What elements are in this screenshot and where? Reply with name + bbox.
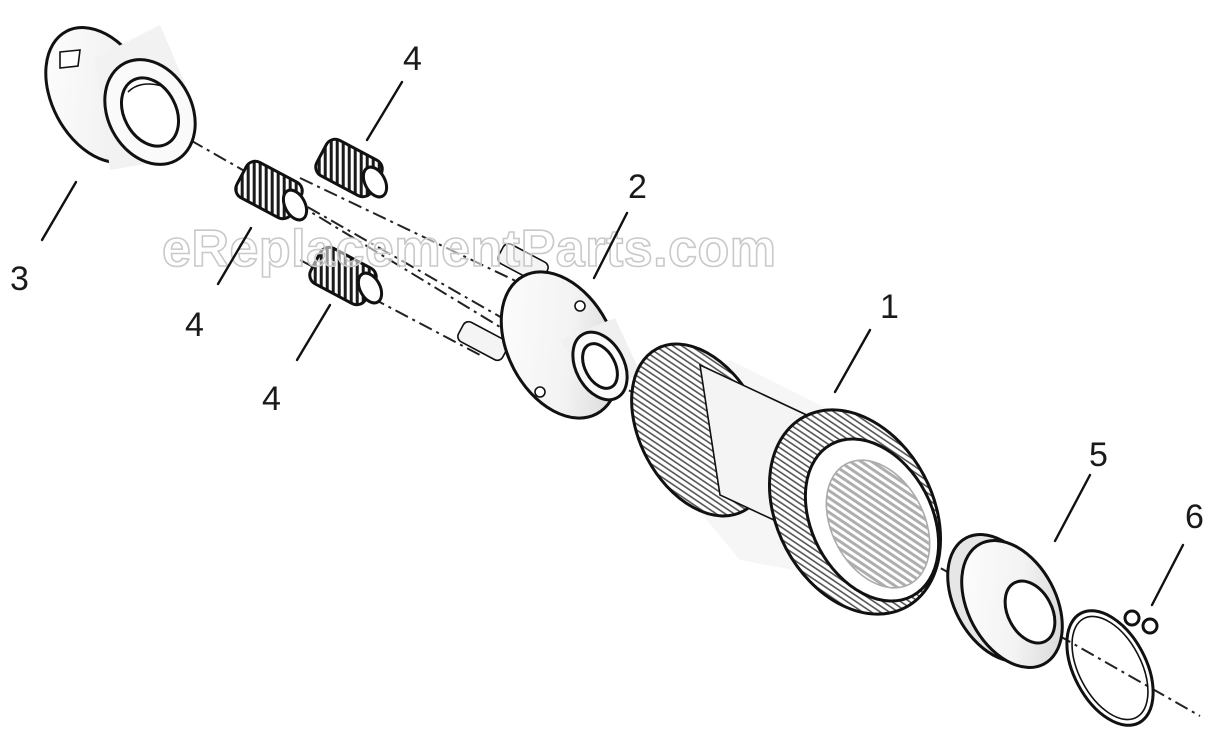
part-4-gear-bottom (308, 245, 384, 307)
part-4-gear-top (314, 137, 389, 199)
part-2-planet-carrier (457, 242, 640, 420)
part-3-flanged-bushing (44, 25, 197, 170)
part-6-retaining-ring (1065, 609, 1159, 727)
callout-5: 5 (1089, 436, 1108, 474)
callout-4-bottom: 4 (262, 380, 281, 418)
callout-6: 6 (1185, 498, 1204, 536)
callout-3: 3 (10, 260, 29, 298)
callout-4-left: 4 (185, 306, 204, 344)
part-1-ring-gear-housing (630, 342, 943, 616)
part-5-bearing (946, 533, 1064, 669)
callout-4-top: 4 (403, 40, 422, 78)
part-4-gear-left (234, 159, 309, 222)
callout-1: 1 (880, 288, 899, 326)
watermark-text: eReplacementParts.com (162, 220, 777, 278)
leader-lines (40, 80, 1185, 607)
callout-2: 2 (628, 168, 647, 206)
